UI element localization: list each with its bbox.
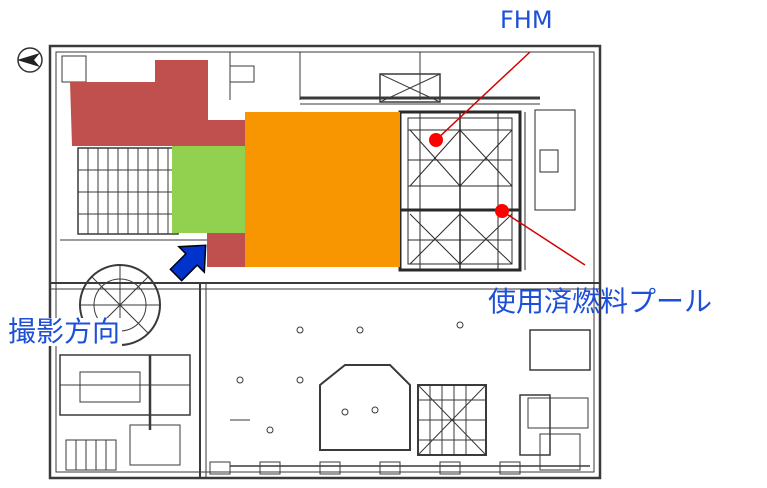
orange-area xyxy=(245,112,400,267)
building-outline xyxy=(48,44,602,480)
shooting-direction-label: 撮影方向 xyxy=(6,315,123,348)
pool-marker xyxy=(495,204,509,218)
fuel-handling-structure xyxy=(398,109,576,272)
left-grid-structure xyxy=(60,147,240,241)
highlight-areas xyxy=(70,60,400,267)
lower-rooms xyxy=(209,321,591,475)
left-lower-details xyxy=(59,264,191,471)
green-area xyxy=(172,146,246,233)
spent-fuel-pool-label: 使用済燃料プール xyxy=(488,285,713,318)
fhm-label: FHM xyxy=(500,6,553,34)
red-area xyxy=(70,60,245,146)
camera-direction-arrow-icon xyxy=(169,244,207,282)
north-arrow-icon xyxy=(17,47,43,73)
fhm-marker xyxy=(429,133,443,147)
annotation-leaders xyxy=(429,51,586,266)
red-area-lower xyxy=(207,233,247,267)
